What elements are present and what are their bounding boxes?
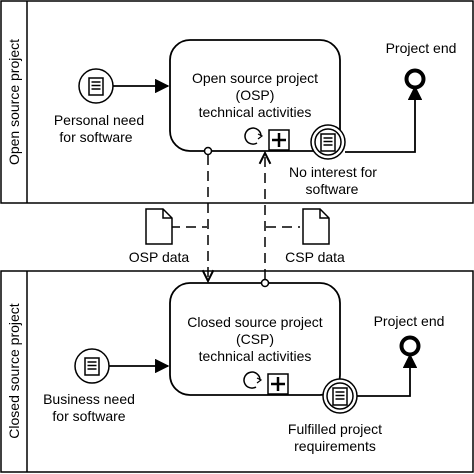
csp-end-event[interactable] [399, 335, 421, 357]
osp-boundary-event[interactable] [310, 124, 346, 160]
csp-data-object-icon[interactable] [302, 208, 330, 245]
csp-boundary-event[interactable] [322, 378, 358, 414]
pool-label-closed-source: Closed source project [6, 303, 22, 439]
csp-boundary-label-line2: requirements [294, 438, 376, 454]
osp-data-label: OSP data [129, 249, 190, 265]
csp-start-event[interactable] [74, 348, 110, 384]
osp-task-label-line2: (OSP) [236, 87, 275, 103]
csp-task-label-line1: Closed source project [187, 314, 323, 330]
subprocess-plus-icon [268, 129, 290, 151]
csp-boundary-label-line1: Fulfilled project [288, 421, 382, 437]
subprocess-plus-icon [267, 373, 289, 395]
osp-sequence-flow-end [345, 85, 423, 153]
csp-start-label-line2: for software [52, 408, 125, 424]
message-flow-osp-to-csp [205, 146, 212, 282]
csp-task[interactable] [169, 282, 341, 396]
csp-task-label-line3: technical activities [199, 348, 312, 364]
osp-task-label-line3: technical activities [199, 104, 312, 120]
osp-task[interactable] [169, 39, 341, 152]
osp-end-event[interactable] [404, 68, 426, 90]
document-icon [84, 357, 100, 376]
document-icon [88, 77, 104, 96]
csp-sequence-flow-end [357, 353, 418, 397]
osp-boundary-label-line2: software [306, 181, 359, 197]
osp-end-label: Project end [386, 40, 457, 56]
pool-label-open-source: Open source project [6, 39, 22, 165]
loop-icon [243, 371, 263, 389]
osp-task-label-line1: Open source project [192, 70, 318, 86]
document-icon [320, 133, 336, 152]
osp-start-label-line1: Personal need [54, 112, 144, 128]
osp-data-object-icon[interactable] [145, 208, 173, 245]
message-flow-csp-to-osp [262, 153, 269, 288]
csp-start-label-line1: Business need [43, 391, 135, 407]
osp-boundary-label-line1: No interest for [289, 164, 377, 180]
csp-data-label: CSP data [285, 249, 345, 265]
loop-icon [244, 127, 264, 145]
osp-start-event[interactable] [78, 68, 114, 104]
osp-start-label-line2: for software [59, 129, 132, 145]
csp-task-label-line2: (CSP) [236, 331, 274, 347]
document-icon [332, 387, 348, 406]
csp-end-label: Project end [374, 313, 445, 329]
